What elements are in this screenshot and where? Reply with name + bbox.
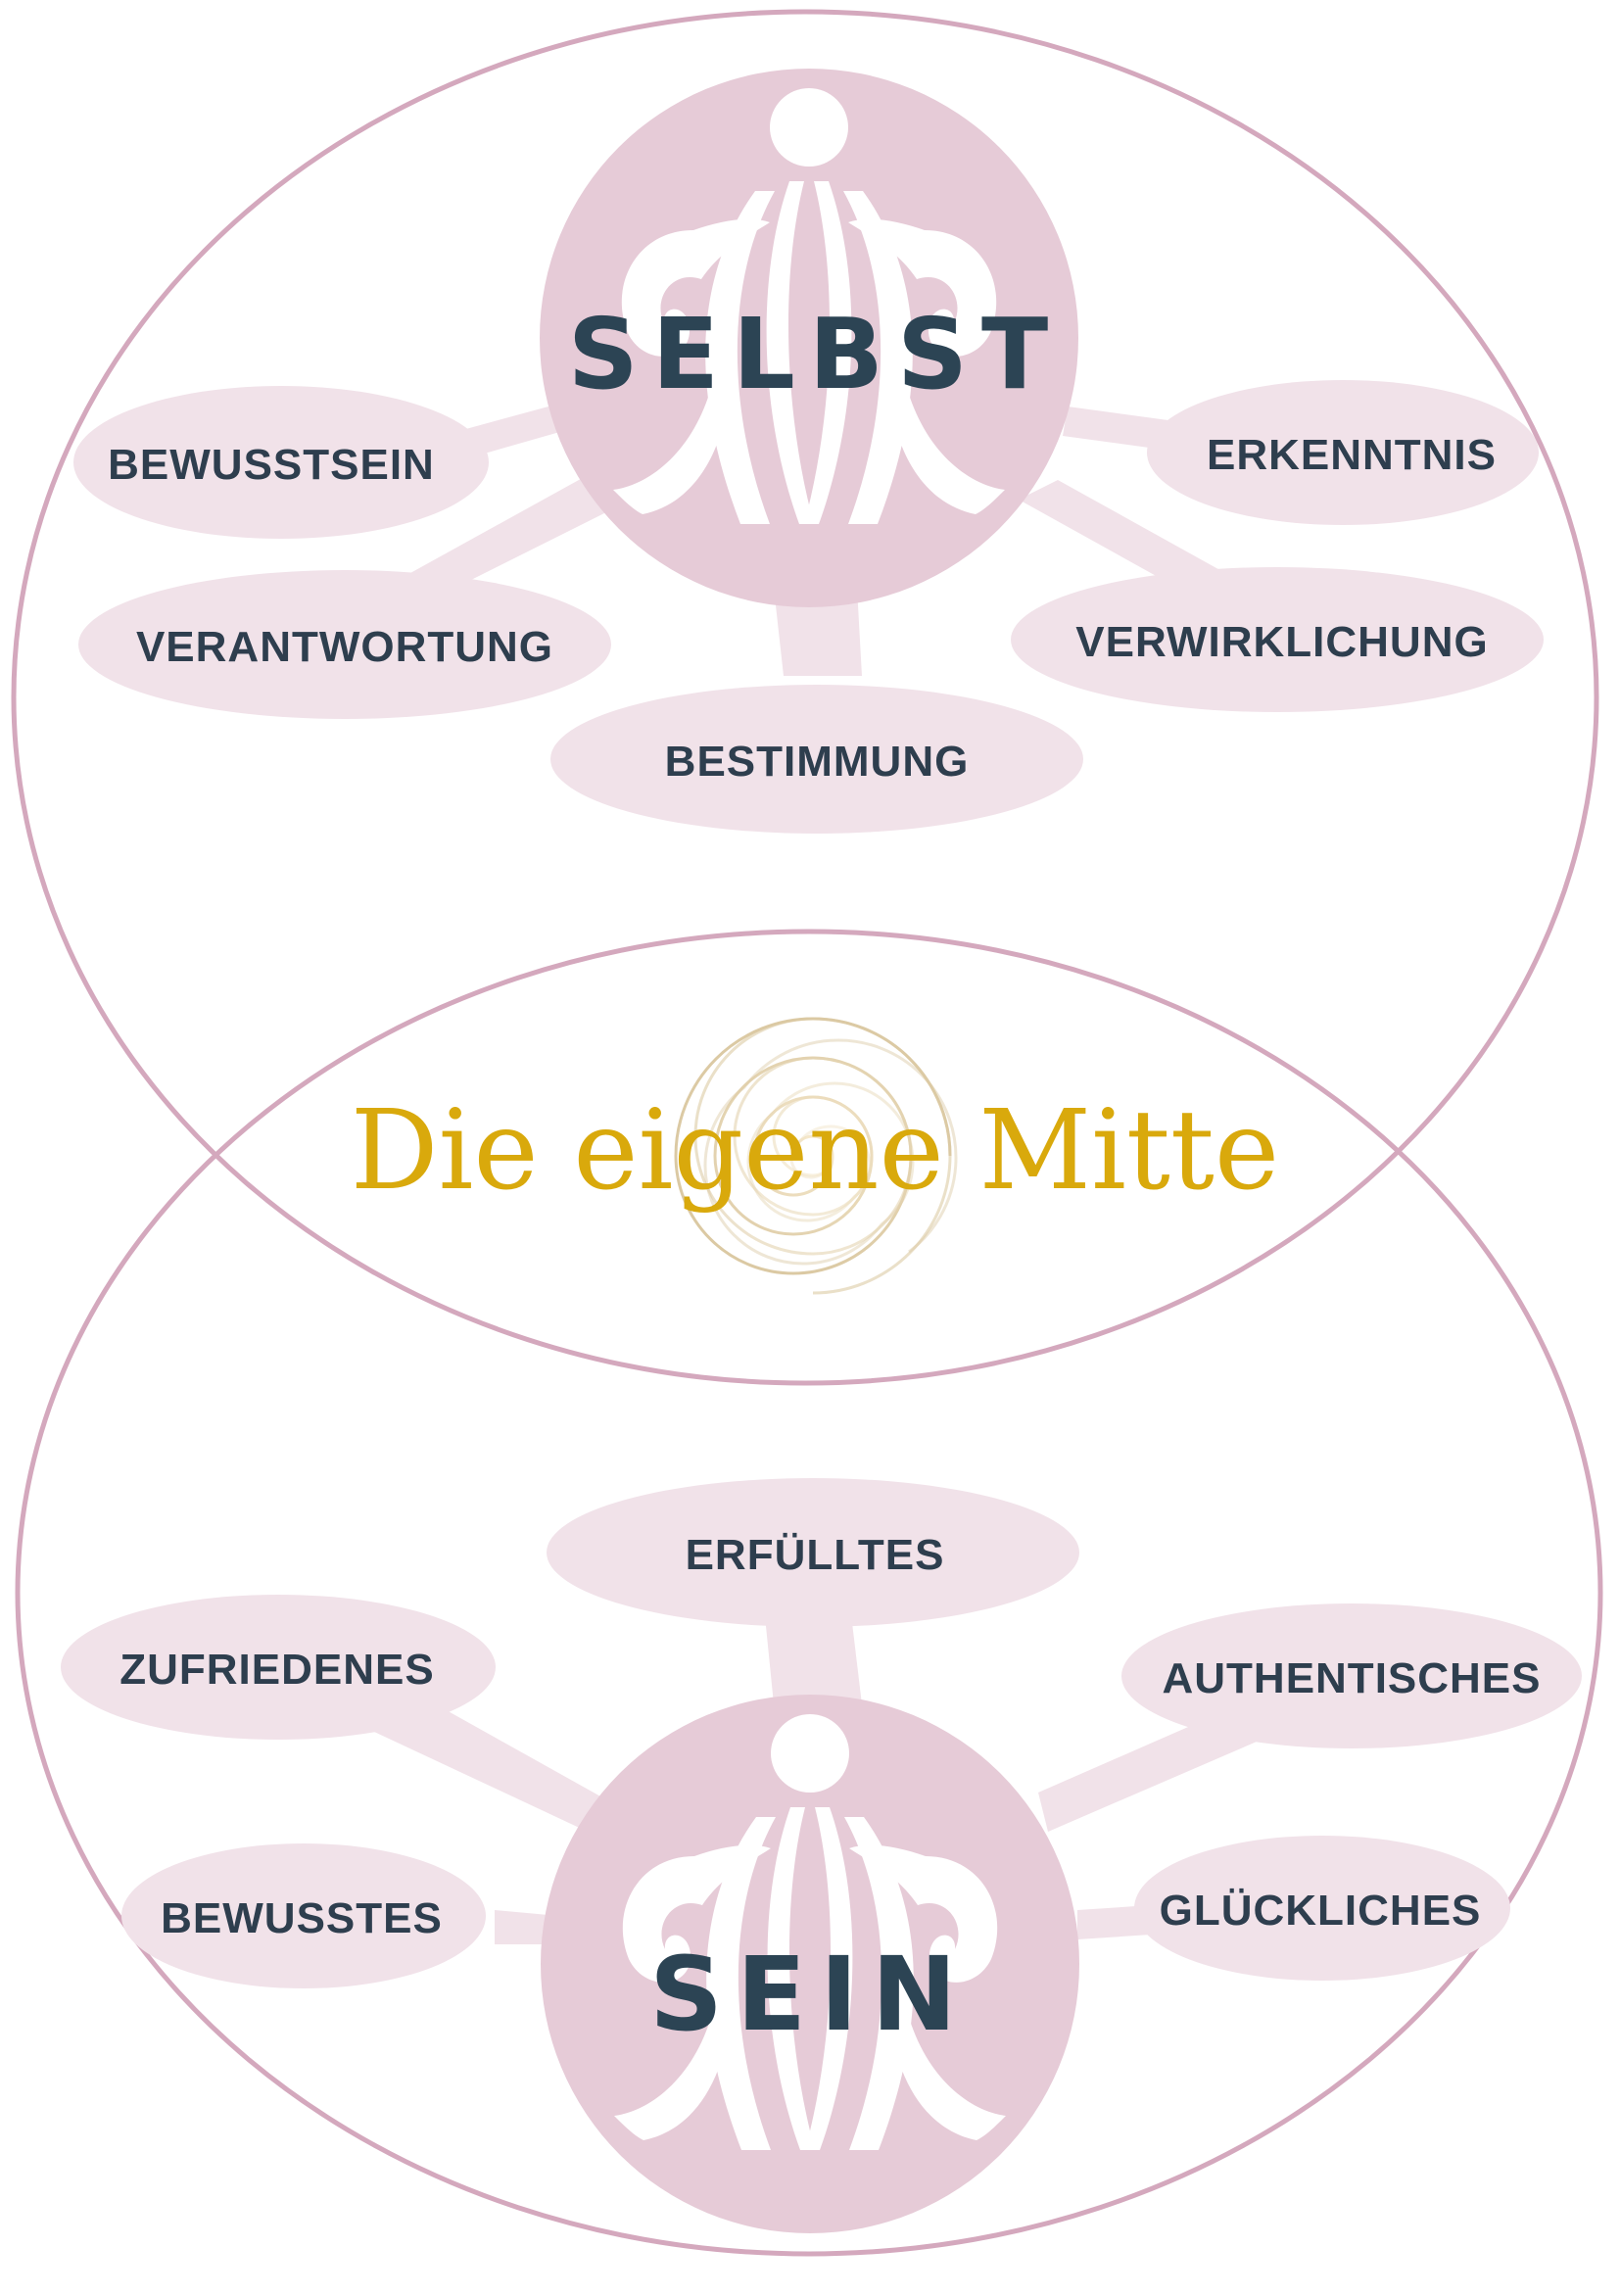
bubble-bewusstes	[121, 1843, 486, 1988]
label-erkenntnis: ERKENNTNIS	[1207, 431, 1497, 479]
top-connectors	[402, 407, 1234, 676]
top-cluster: BEWUSSTSEIN VERANTWORTUNG BESTIMMUNG ERK…	[73, 69, 1544, 834]
label-verantwortung: VERANTWORTUNG	[136, 623, 553, 671]
bottom-ring	[15, 929, 1603, 2257]
spiral-swirl-icon	[674, 1017, 958, 1295]
bottom-cluster: ERFÜLLTES ZUFRIEDENES AUTHENTISCHES BEWU…	[61, 1478, 1582, 2233]
bubble-bestimmung	[550, 685, 1083, 834]
label-erfuelltes: ERFÜLLTES	[686, 1531, 945, 1579]
bubble-authentisches	[1121, 1603, 1582, 1748]
top-hub-label: SELBST	[568, 297, 1063, 411]
center-title: Die eigene Mitte	[351, 1087, 1279, 1215]
label-zufriedenes: ZUFRIEDENES	[119, 1646, 434, 1694]
label-glueckliches: GLÜCKLICHES	[1160, 1887, 1482, 1935]
top-ring	[11, 9, 1599, 1386]
bubble-erkenntnis	[1147, 380, 1539, 525]
bubble-glueckliches	[1134, 1836, 1510, 1981]
bottom-hub-label: SEIN	[649, 1935, 971, 2054]
label-verwirklichung: VERWIRKLICHUNG	[1075, 618, 1488, 666]
bubble-verantwortung	[78, 570, 611, 719]
label-bewusstes: BEWUSSTES	[161, 1894, 443, 1942]
bubble-verwirklichung	[1011, 567, 1544, 712]
bubble-zufriedenes	[61, 1595, 496, 1740]
label-bestimmung: BESTIMMUNG	[665, 738, 970, 786]
bubble-erfuelltes	[547, 1478, 1079, 1627]
bubble-bewusstsein	[73, 386, 489, 539]
bottom-connectors	[357, 1606, 1263, 1944]
label-authentisches: AUTHENTISCHES	[1162, 1654, 1541, 1702]
label-bewusstsein: BEWUSSTSEIN	[108, 441, 435, 489]
